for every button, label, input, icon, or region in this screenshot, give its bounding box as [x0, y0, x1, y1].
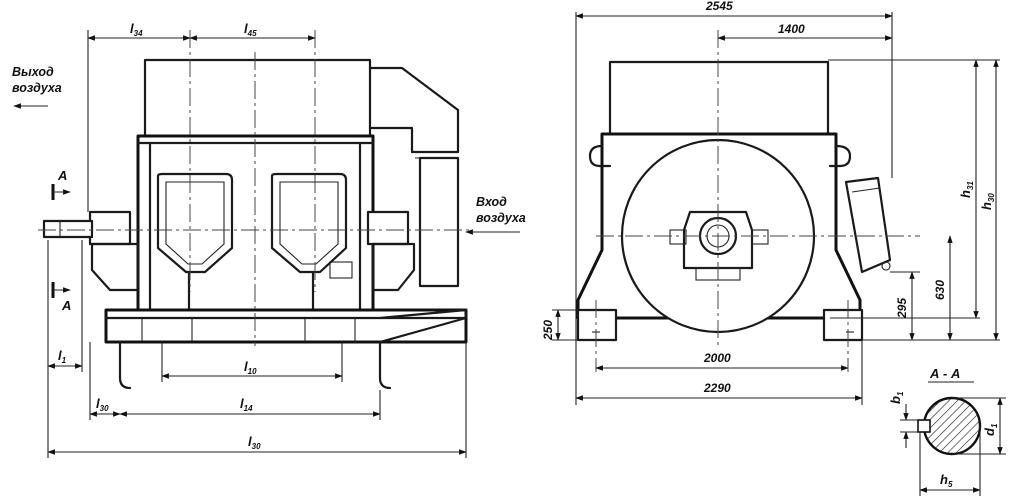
dim-l34: l34 [130, 21, 143, 38]
air-duct [368, 66, 460, 154]
key-slot [917, 419, 931, 433]
dim-l45: l45 [244, 21, 257, 38]
dim-h30: h30 [979, 193, 996, 210]
inspection-window-left [156, 172, 234, 274]
end-cooler-housing [608, 60, 830, 136]
dim-h31: h31 [958, 181, 975, 198]
anchor-bolt-left [118, 340, 132, 390]
dim-250: 250 [541, 320, 555, 341]
dim-2290: 2290 [703, 381, 731, 395]
air-in-line2: воздуха [476, 211, 526, 225]
shaft-end [42, 219, 94, 239]
dim-l30-total: l30 [248, 434, 261, 451]
dim-295: 295 [895, 298, 909, 319]
bearing-left [88, 210, 132, 246]
foot-left [576, 308, 618, 342]
section-mark-bottom: А [61, 298, 71, 313]
dim-d1: d1 [982, 423, 999, 436]
dim-l10: l10 [244, 359, 257, 376]
dim-l30-small: l30 [96, 396, 109, 413]
air-outlet-label: Выход воздуха [12, 65, 62, 109]
dim-h5: h5 [940, 472, 953, 489]
duct-riser [418, 156, 460, 288]
end-view-dimensions: 2545 1400 h31 h30 630 295 250 2000 2290 [541, 0, 1000, 405]
inspection-window-right [270, 172, 348, 274]
cooler-housing [143, 58, 372, 138]
section-title: А - А [929, 366, 960, 381]
dim-630: 630 [933, 280, 947, 300]
terminal-box [844, 176, 892, 274]
dim-1400: 1400 [778, 22, 805, 36]
end-view [576, 30, 920, 372]
section-mark-top: А [57, 168, 67, 183]
air-out-line1: Выход [12, 65, 54, 79]
air-out-line2: воздуха [12, 81, 62, 95]
section-a-a: А - А b1 d1 h5 [888, 366, 1006, 496]
section-marks: А А [51, 168, 71, 313]
side-view-dimensions: l34 l45 l1 l10 l30 l14 l30 [47, 21, 467, 458]
dim-2000: 2000 [703, 351, 731, 365]
bearing-right [366, 210, 410, 246]
dim-2545: 2545 [705, 0, 733, 13]
dim-l14: l14 [240, 396, 253, 413]
anchor-bolt-right [378, 340, 392, 390]
air-in-line1: Вход [476, 195, 507, 209]
dim-b1: b1 [888, 391, 905, 404]
lifting-hook-right [828, 144, 852, 168]
foot-right [822, 308, 864, 342]
side-view [38, 30, 470, 390]
air-inlet-label: Вход воздуха [465, 195, 526, 235]
shaft-section [922, 396, 982, 456]
dim-l1: l1 [58, 348, 67, 365]
lifting-hook-left [588, 144, 612, 168]
